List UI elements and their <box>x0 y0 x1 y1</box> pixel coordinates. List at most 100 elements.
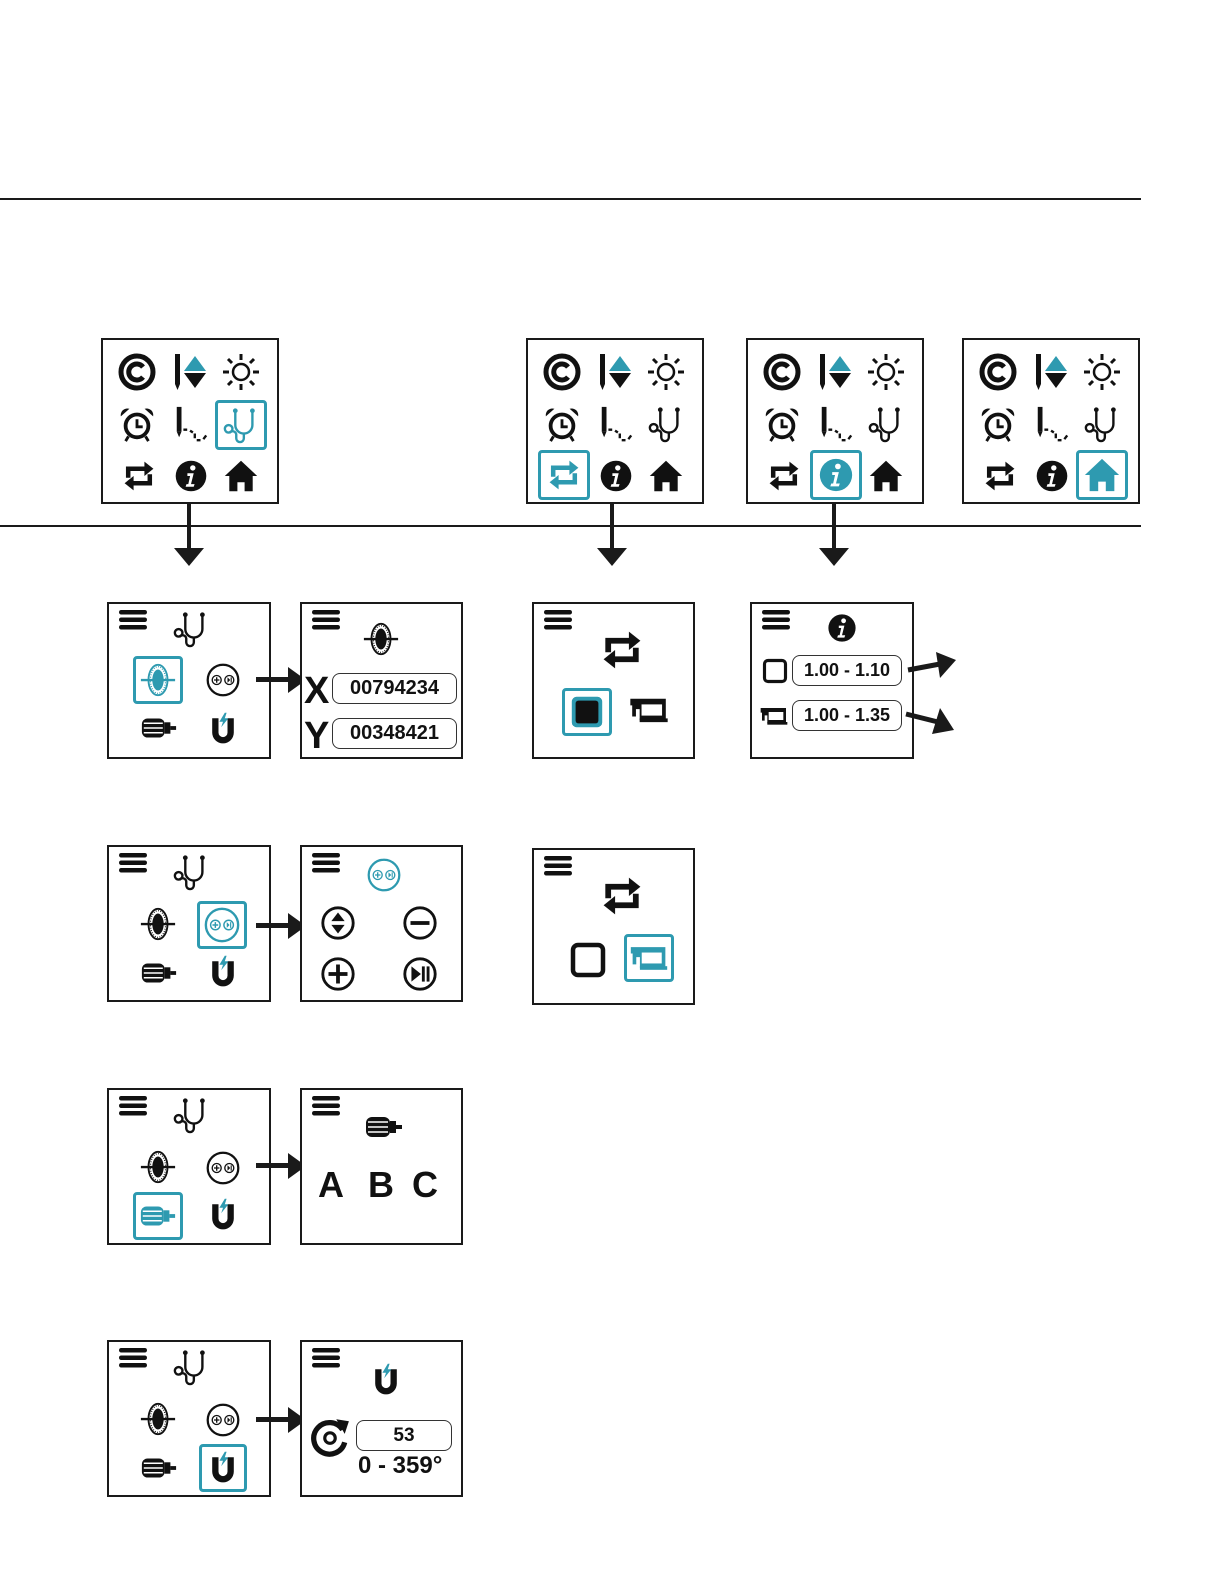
cycle-icon[interactable] <box>538 450 590 500</box>
play-pause-button-icon[interactable] <box>400 954 440 994</box>
stethoscope-icon[interactable] <box>644 402 688 446</box>
brightness-icon[interactable] <box>864 350 908 394</box>
copyright-icon[interactable] <box>976 350 1020 394</box>
sewing-machine-mode-icon <box>758 704 790 728</box>
buttons-test-screen <box>300 845 463 1002</box>
copyright-icon[interactable] <box>115 350 159 394</box>
home-icon[interactable] <box>1076 450 1128 500</box>
stitch-needle-icon[interactable] <box>169 402 213 446</box>
needle-up-down-icon[interactable] <box>169 350 213 394</box>
alarm-clock-icon[interactable] <box>115 402 159 446</box>
angle-value-field[interactable]: 53 <box>356 1420 452 1451</box>
motor-option-a[interactable]: A <box>318 1164 344 1206</box>
alarm-clock-icon[interactable] <box>540 402 584 446</box>
stethoscope-icon[interactable] <box>864 402 908 446</box>
cycle-screen-square-selected <box>532 602 695 759</box>
menu-icon[interactable] <box>544 856 572 876</box>
stethoscope-icon <box>171 608 211 650</box>
motor-icon[interactable] <box>133 1192 183 1240</box>
stethoscope-icon[interactable] <box>1080 402 1124 446</box>
cycle-icon[interactable] <box>978 454 1022 498</box>
info-icon[interactable] <box>810 450 862 500</box>
minus-button-icon[interactable] <box>400 903 440 943</box>
version-field-square: 1.00 - 1.10 <box>792 655 902 686</box>
up-down-button-icon[interactable] <box>318 903 358 943</box>
menu-icon[interactable] <box>312 610 340 630</box>
diagnostics-menu-buttons-selected <box>107 845 271 1002</box>
stitch-needle-icon[interactable] <box>594 402 638 446</box>
menu-icon[interactable] <box>119 610 147 630</box>
divider-top <box>0 198 1141 200</box>
motor-option-b[interactable]: B <box>368 1164 394 1206</box>
motor-screen: A B C <box>300 1088 463 1245</box>
menu-icon[interactable] <box>312 1348 340 1368</box>
info-icon[interactable] <box>169 454 213 498</box>
alarm-clock-icon[interactable] <box>976 402 1020 446</box>
copyright-icon[interactable] <box>540 350 584 394</box>
square-mode-icon[interactable] <box>562 688 612 736</box>
needle-up-down-icon[interactable] <box>594 350 638 394</box>
encoder-screen: X 00794234 Y 00348421 <box>300 602 463 759</box>
needle-up-down-icon[interactable] <box>814 350 858 394</box>
main-menu-screen-info <box>746 338 924 504</box>
motor-icon[interactable] <box>137 953 181 993</box>
angle-range: 0 - 359° <box>358 1452 442 1480</box>
buttons-test-icon[interactable] <box>203 660 243 700</box>
motor-icon[interactable] <box>137 708 181 748</box>
diagnostics-menu-motor-selected <box>107 1088 271 1245</box>
stethoscope-icon <box>171 1094 211 1136</box>
menu-icon[interactable] <box>119 1096 147 1116</box>
arrow-right-icon <box>256 1417 290 1422</box>
stitch-needle-icon[interactable] <box>1030 402 1074 446</box>
handwheel-sensor-icon[interactable] <box>137 1398 179 1440</box>
plus-button-icon[interactable] <box>318 954 358 994</box>
flow-connector <box>610 504 614 550</box>
handwheel-sensor-icon[interactable] <box>137 1146 179 1188</box>
cycle-icon[interactable] <box>117 454 161 498</box>
menu-icon[interactable] <box>544 610 572 630</box>
magnet-icon[interactable] <box>203 708 243 750</box>
magnet-icon[interactable] <box>203 1194 243 1236</box>
y-value-field: 00348421 <box>332 718 457 749</box>
info-icon[interactable] <box>594 454 638 498</box>
magnet-icon[interactable] <box>199 1444 247 1492</box>
motor-icon[interactable] <box>137 1448 181 1488</box>
buttons-test-icon[interactable] <box>203 1400 243 1440</box>
menu-icon[interactable] <box>312 1096 340 1116</box>
brightness-icon[interactable] <box>644 350 688 394</box>
home-icon[interactable] <box>644 454 688 498</box>
diagnostics-menu-handwheel-selected <box>107 602 271 759</box>
brightness-icon[interactable] <box>1080 350 1124 394</box>
menu-icon[interactable] <box>119 853 147 873</box>
menu-icon[interactable] <box>312 853 340 873</box>
square-mode-icon <box>760 656 790 686</box>
handwheel-sensor-icon[interactable] <box>133 656 183 704</box>
buttons-test-icon[interactable] <box>203 1148 243 1188</box>
sewing-machine-mode-icon[interactable] <box>624 934 674 982</box>
needle-up-down-icon[interactable] <box>1030 350 1074 394</box>
magnet-icon[interactable] <box>203 951 243 993</box>
magnet-screen: 53 0 - 359° <box>300 1340 463 1497</box>
copyright-icon[interactable] <box>760 350 804 394</box>
motor-option-c[interactable]: C <box>412 1164 438 1206</box>
menu-icon[interactable] <box>762 610 790 630</box>
sewing-machine-mode-icon[interactable] <box>626 694 672 726</box>
stethoscope-icon[interactable] <box>215 400 267 450</box>
home-icon[interactable] <box>864 454 908 498</box>
home-icon[interactable] <box>219 454 263 498</box>
arrow-right-icon <box>906 708 954 734</box>
cycle-icon[interactable] <box>762 454 806 498</box>
arrow-right-icon <box>256 677 290 682</box>
info-icon <box>824 610 860 646</box>
handwheel-sensor-icon[interactable] <box>137 903 179 945</box>
info-icon[interactable] <box>1030 454 1074 498</box>
x-label: X <box>304 672 329 710</box>
brightness-icon[interactable] <box>219 350 263 394</box>
buttons-test-icon <box>364 855 404 895</box>
menu-icon[interactable] <box>119 1348 147 1368</box>
stitch-needle-icon[interactable] <box>814 402 858 446</box>
alarm-clock-icon[interactable] <box>760 402 804 446</box>
buttons-test-icon[interactable] <box>197 901 247 949</box>
square-mode-icon[interactable] <box>566 938 610 982</box>
arrow-right-icon <box>256 1163 290 1168</box>
